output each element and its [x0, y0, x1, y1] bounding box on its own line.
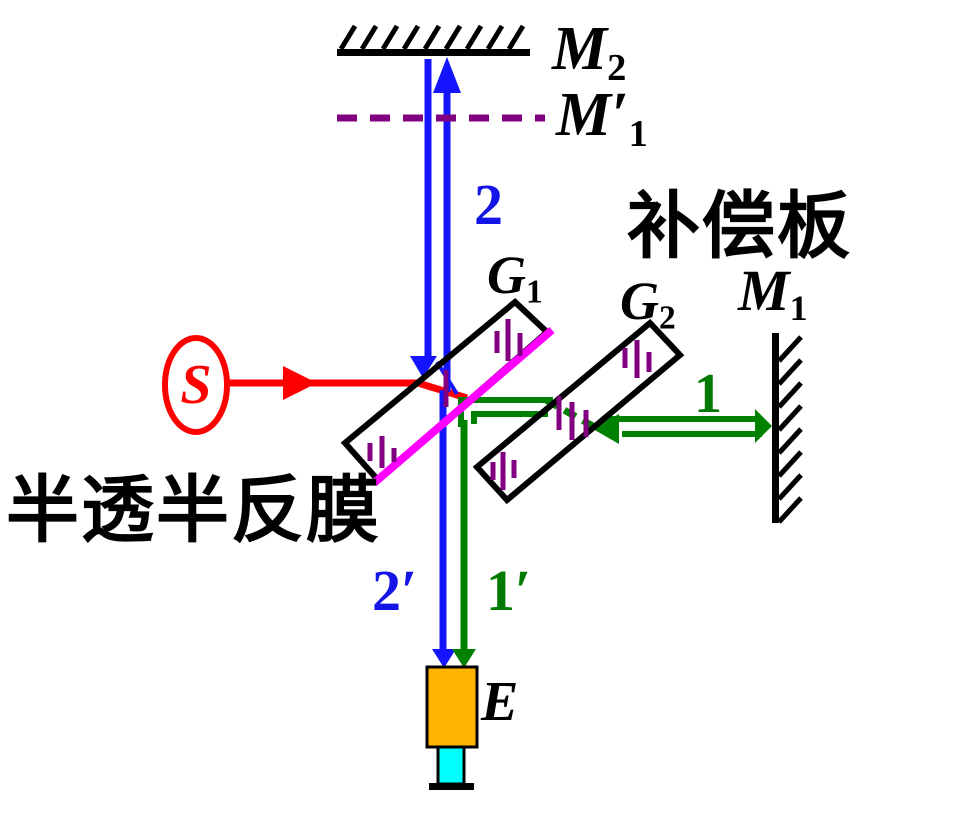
detector-base: [429, 783, 474, 790]
mirror-m2: [337, 24, 530, 56]
beam-1-corner-outer: [458, 397, 553, 427]
beam-2-down-arrowhead: [410, 356, 437, 378]
mirror-m1-hatching: [777, 335, 803, 524]
mirror-m2-label: M2: [552, 15, 627, 89]
mirror-m1: [772, 333, 803, 524]
beam-2-up-arrowhead: [433, 57, 461, 93]
detector-label: E: [481, 671, 519, 733]
beam-2-label: 2: [474, 172, 503, 237]
source-ray-arrowhead: [283, 366, 317, 400]
mirror-m2-bar: [337, 49, 530, 56]
mirror-m2-hatching: [338, 24, 526, 51]
mirror-m1-label: M1: [738, 258, 808, 329]
detector-stem: [436, 745, 466, 786]
beam-2-detector-arrowhead: [432, 649, 456, 668]
beam-1-green: [452, 396, 772, 668]
beam-1-return-label: 1′: [486, 558, 532, 623]
source-label: S: [180, 354, 212, 416]
beam-1-right-arrowhead: [755, 409, 772, 443]
mirror-m1-bar: [772, 333, 779, 523]
source-circle: [162, 335, 230, 435]
beam-1-label: 1: [694, 363, 722, 425]
compensator-g2-label: G2: [620, 271, 676, 337]
beam-2-arrowheads: [410, 57, 461, 668]
detector: [425, 665, 479, 790]
beam-1-detector-arrowhead: [452, 649, 476, 668]
glass-shading-ticks: [367, 319, 652, 490]
beam-2-blue: [410, 57, 461, 668]
beam-1-left-arrowhead: [593, 414, 619, 444]
virtual-mirror-m1-label: M′1: [556, 81, 648, 155]
splitter-film-caption: 半透半反膜: [6, 470, 381, 551]
beam-1-corner-inner: [471, 411, 548, 424]
source-ray: [227, 379, 469, 402]
beamsplitter-g1-label: G1: [487, 245, 543, 311]
beam-1-arrowheads: [452, 409, 772, 668]
compensator-caption: 补偿板: [627, 186, 852, 267]
compensator-g2-plate: [472, 318, 685, 505]
beam-2-return-label: 2′: [372, 558, 418, 623]
detector-body: [425, 665, 479, 749]
